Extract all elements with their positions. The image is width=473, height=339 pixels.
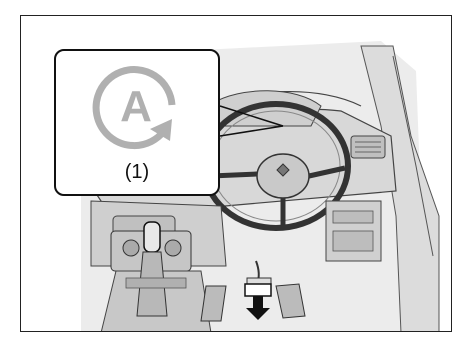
auto-start-stop-icon: A — [86, 59, 186, 159]
callout-box: A (1) — [54, 49, 220, 196]
arrow-down-icon — [243, 282, 273, 322]
svg-text:A: A — [120, 82, 152, 131]
callout-label: (1) — [56, 161, 218, 184]
figure-frame: A (1) — [20, 15, 452, 332]
